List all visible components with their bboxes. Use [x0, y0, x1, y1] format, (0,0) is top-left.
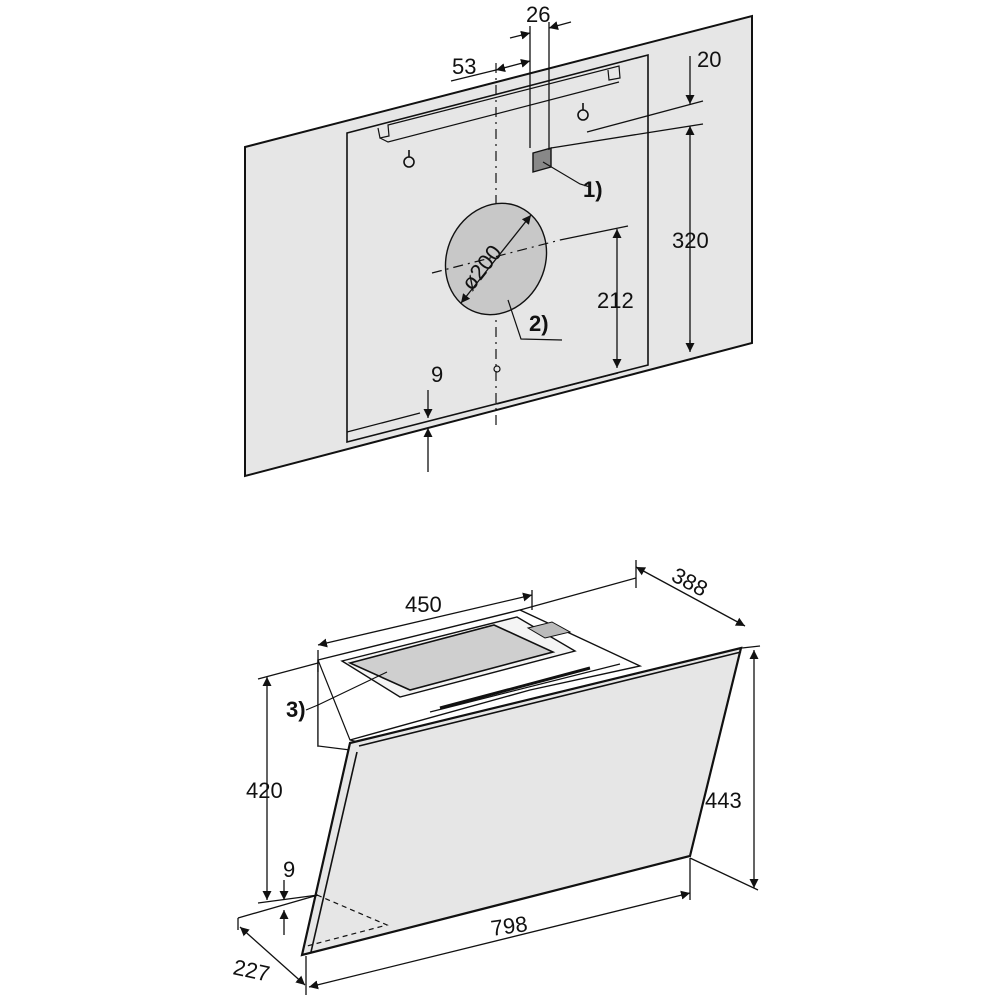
dimension-212: 212: [496, 225, 634, 405]
callout-1: 1): [542, 161, 603, 202]
callout-3: 3): [286, 671, 388, 722]
dimension-388: 388: [519, 560, 746, 627]
callout-3-label: 3): [286, 697, 306, 722]
keyhole-right: [577, 103, 589, 121]
keyhole-left: [403, 150, 415, 168]
hood-diagram: 450 388 420 9 443: [231, 560, 761, 995]
dimension-9-hood: 9: [257, 857, 319, 935]
dim-320-label: 320: [672, 228, 709, 253]
mounting-rail: [377, 65, 621, 139]
dimension-450: 450: [317, 590, 533, 672]
dim-443-label: 443: [705, 788, 742, 813]
dim-227-label: 227: [231, 954, 272, 986]
dim-798-label: 798: [489, 911, 529, 941]
mounting-rail-lower: [379, 81, 620, 143]
glass-front-panel: [300, 646, 743, 957]
dim-420-label: 420: [246, 778, 283, 803]
dimension-798: 798: [305, 858, 691, 995]
dimension-20: 20: [550, 47, 721, 350]
dim-450-label: 450: [405, 592, 442, 617]
dim-9-hood-label: 9: [283, 857, 295, 882]
dimension-443: 443: [689, 645, 761, 891]
dim-212-label: 212: [597, 288, 634, 313]
wall-mounting-diagram: 26 53 20 320 212: [244, 2, 753, 478]
dim-9-wall-label: 9: [431, 362, 443, 387]
dimension-320: 320: [672, 228, 709, 352]
glass-top-edge: [358, 651, 742, 747]
dimension-26: 26: [509, 2, 572, 150]
dim-53-label: 53: [452, 54, 476, 79]
dim-26-label: 26: [526, 2, 550, 27]
dim-388-label: 388: [668, 562, 712, 601]
diameter-arrow: [460, 214, 532, 304]
callout-1-label: 1): [583, 177, 603, 202]
dimension-420: 420: [246, 662, 319, 900]
callout-2: 2): [507, 299, 563, 341]
light-bar: [439, 666, 591, 710]
dimension-9-wall: 9: [346, 362, 443, 472]
dim-20-label: 20: [697, 47, 721, 72]
dimension-53: 53: [450, 54, 531, 82]
marker-point: [493, 365, 501, 373]
control-strip: [526, 621, 572, 639]
callout-2-label: 2): [529, 311, 549, 336]
power-socket: [532, 147, 552, 173]
